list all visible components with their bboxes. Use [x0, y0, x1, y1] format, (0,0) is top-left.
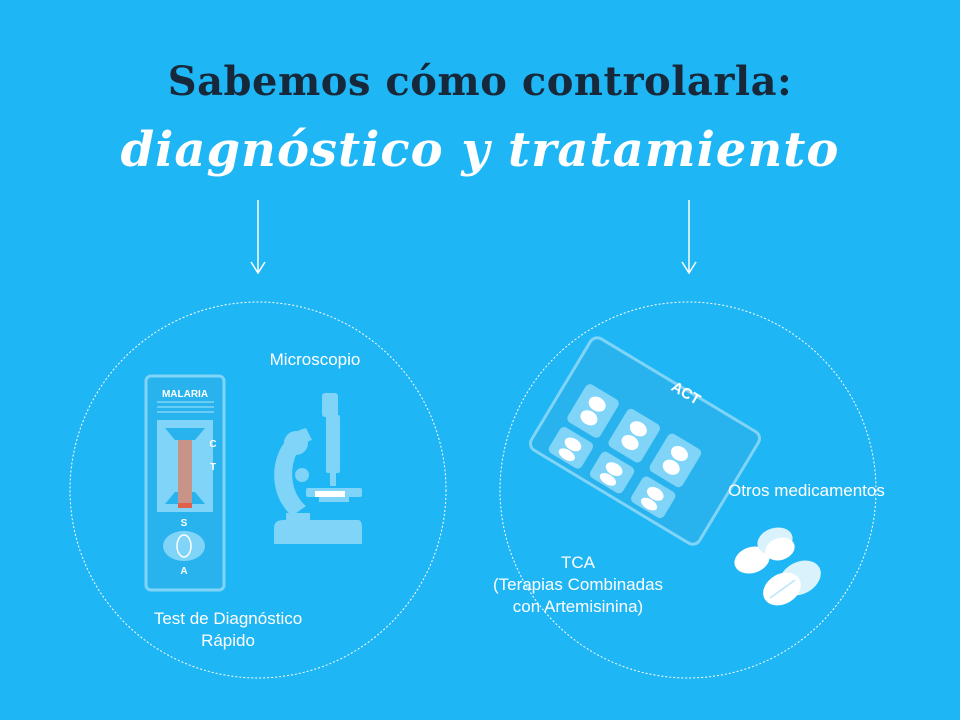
- act-blister-pack-icon: [528, 336, 762, 546]
- arrow-down-left-icon: [250, 200, 266, 275]
- tca-label-line1: TCA: [561, 553, 595, 572]
- rdt-mark-c: C: [209, 439, 216, 450]
- rdt-mark-t: T: [210, 462, 216, 473]
- tca-label: TCA (Terapias Combinadas con Artemisinin…: [458, 552, 698, 618]
- slide-subtitle: diagnóstico y tratamiento: [120, 122, 840, 178]
- rdt-cassette-icon: [144, 374, 226, 592]
- rdt-label: Test de Diagnóstico Rápido: [115, 608, 341, 652]
- microscope-slide-icon: [315, 491, 345, 497]
- other-meds-label: Otros medicamentos: [728, 481, 885, 500]
- pills-icon: [734, 527, 821, 606]
- diagnosis-circle: [69, 301, 447, 679]
- rdt-label-line2: Rápido: [201, 631, 255, 650]
- slide-title: Sabemos cómo controlarla:: [167, 58, 793, 105]
- rdt-mark-s: S: [181, 518, 188, 529]
- rdt-brand-text: MALARIA: [162, 389, 208, 400]
- tca-label-line2: (Terapias Combinadas: [492, 575, 664, 594]
- microscope-icon: [274, 393, 362, 544]
- rdt-mark-a: A: [180, 566, 187, 577]
- tca-label-line3: con Artemisinina): [512, 597, 644, 616]
- rdt-label-line1: Test de Diagnóstico: [153, 609, 303, 628]
- microscope-label: Microscopio: [269, 350, 361, 369]
- treatment-circle: [499, 301, 877, 679]
- arrow-down-right-icon: [681, 200, 697, 275]
